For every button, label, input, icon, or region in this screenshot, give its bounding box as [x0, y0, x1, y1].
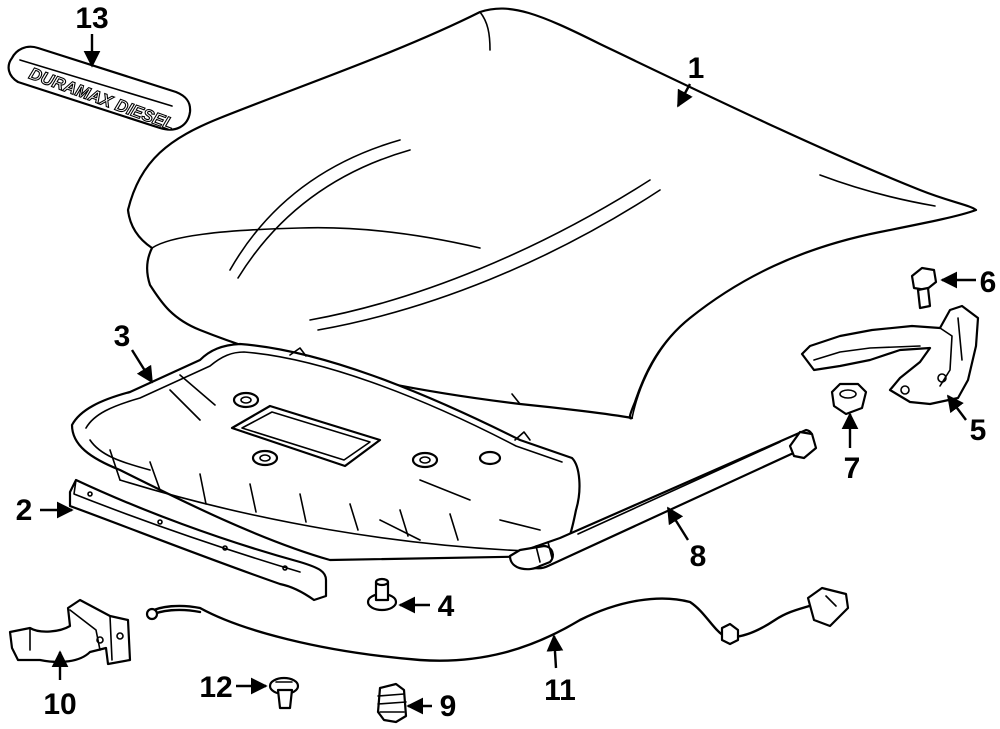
callout-3: 3 — [114, 320, 131, 353]
hood-insulator[interactable] — [70, 342, 581, 562]
hood-latch[interactable] — [8, 598, 132, 666]
grommet-bumper[interactable] — [376, 682, 408, 724]
callout-1: 1 — [688, 52, 705, 85]
hinge-nut[interactable] — [830, 382, 868, 416]
hood-lift-support-strut[interactable] — [508, 428, 818, 571]
callout-13: 13 — [75, 2, 108, 35]
callout-2: 2 — [16, 494, 33, 527]
leader-8 — [666, 506, 690, 541]
hinge-bolt[interactable] — [910, 266, 938, 310]
retainer-clip[interactable] — [268, 676, 300, 710]
callout-6: 6 — [980, 266, 997, 299]
leader-11 — [546, 634, 564, 669]
hood-front-seal-strip[interactable] — [68, 478, 328, 602]
duramax-diesel-emblem[interactable]: DURAMAX DIESEL — [7, 45, 192, 135]
callout-4: 4 — [438, 590, 455, 623]
callout-7: 7 — [844, 452, 861, 485]
hood-hinge[interactable] — [800, 304, 980, 406]
hood-release-cable[interactable] — [145, 586, 850, 662]
callout-5: 5 — [970, 414, 987, 447]
callout-8: 8 — [690, 540, 707, 573]
hood-panel[interactable] — [126, 7, 978, 420]
leader-5 — [946, 394, 967, 421]
callout-10: 10 — [43, 688, 76, 721]
callout-11: 11 — [544, 674, 576, 707]
hood-bumper-stop[interactable] — [366, 577, 398, 612]
callout-labels: 13 1 3 2 4 5 6 7 8 9 10 11 12 — [16, 2, 997, 723]
leader-1 — [676, 83, 693, 108]
callout-12: 12 — [199, 671, 232, 704]
leader-3 — [130, 349, 154, 384]
leader-lines — [40, 34, 976, 715]
callout-9: 9 — [440, 690, 457, 723]
